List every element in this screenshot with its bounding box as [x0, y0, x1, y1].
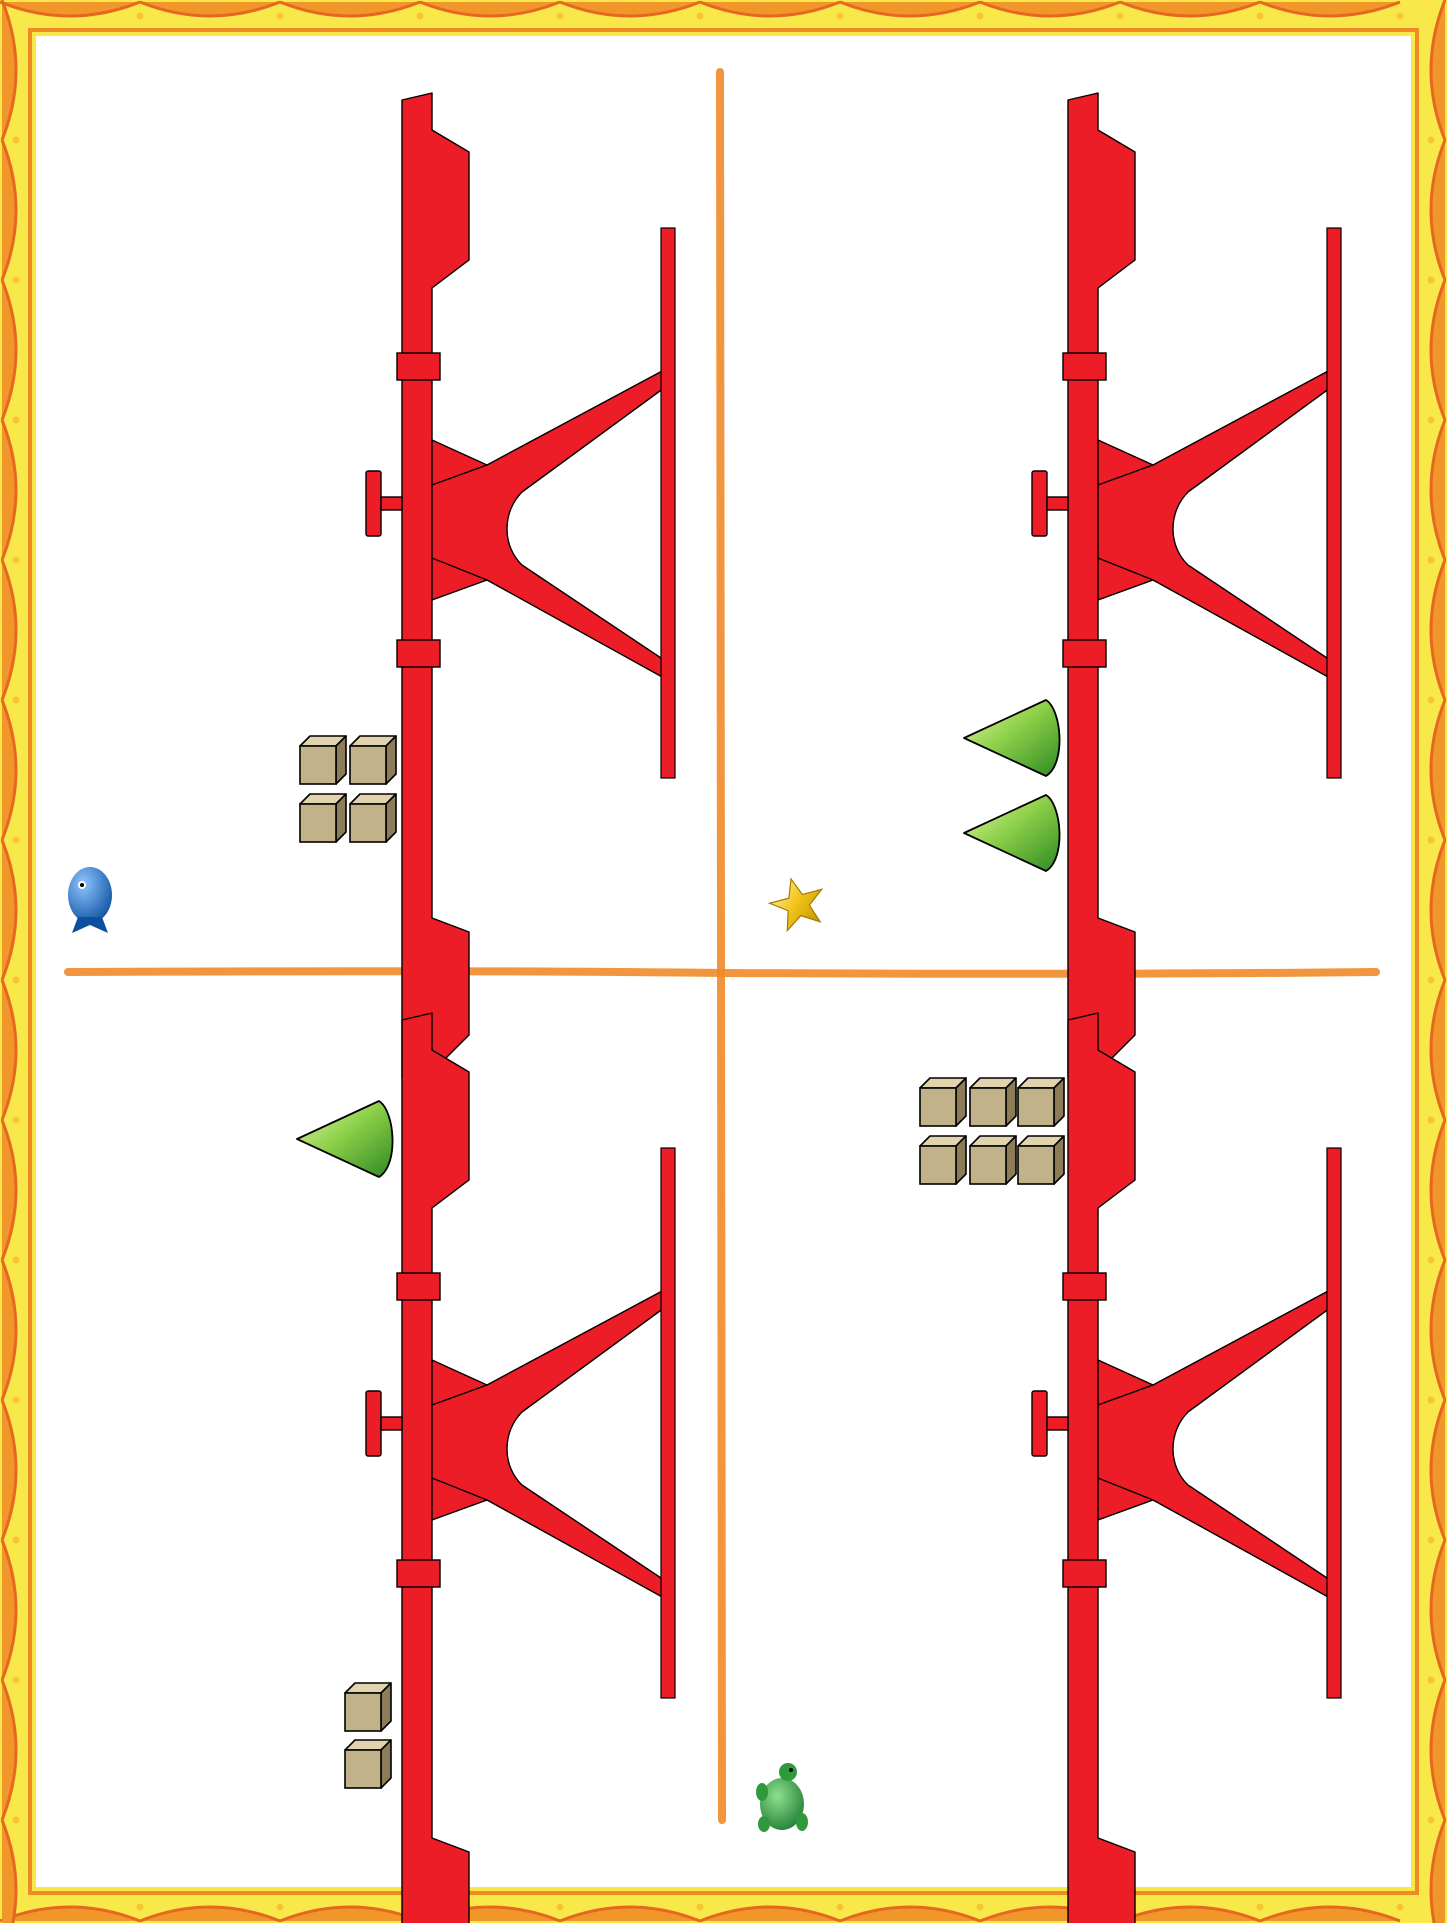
border-dot: [1397, 1904, 1404, 1911]
border-dot: [697, 1904, 704, 1911]
border-dot: [13, 837, 20, 844]
cube: [920, 1136, 966, 1184]
border-dot: [1428, 1397, 1435, 1404]
border-dot: [13, 1397, 20, 1404]
cube: [345, 1740, 391, 1788]
border-dot: [13, 1677, 20, 1684]
border-dot: [1428, 837, 1435, 844]
border-dot: [1428, 557, 1435, 564]
border-dot: [13, 557, 20, 564]
border-dot: [1257, 1904, 1264, 1911]
cube: [300, 794, 346, 842]
cube: [350, 736, 396, 784]
border-dot: [13, 1257, 20, 1264]
border-dot: [137, 1904, 144, 1911]
border-dot: [1428, 1817, 1435, 1824]
border-dot: [837, 13, 844, 20]
border-dot: [1117, 13, 1124, 20]
border-dot: [1428, 277, 1435, 284]
border-dot: [13, 977, 20, 984]
cube: [350, 794, 396, 842]
border-dot: [13, 697, 20, 704]
border-dot: [13, 277, 20, 284]
border-dot: [13, 137, 20, 144]
border-dot: [1428, 137, 1435, 144]
border-dot: [277, 13, 284, 20]
border-dot: [557, 13, 564, 20]
border-dot: [13, 1817, 20, 1824]
border-dot: [13, 1537, 20, 1544]
border-dot: [1428, 1537, 1435, 1544]
border-dot: [977, 1904, 984, 1911]
border-dot: [1428, 417, 1435, 424]
border-dot: [1428, 1677, 1435, 1684]
border-dot: [1397, 13, 1404, 20]
border-dot: [557, 1904, 564, 1911]
border-dot: [837, 1904, 844, 1911]
cube: [970, 1078, 1016, 1126]
border-dot: [13, 1117, 20, 1124]
border-dot: [1428, 1117, 1435, 1124]
border-dot: [697, 13, 704, 20]
cube: [345, 1683, 391, 1731]
border-dot: [977, 13, 984, 20]
border-dot: [1428, 697, 1435, 704]
border-dot: [137, 13, 144, 20]
cube: [970, 1136, 1016, 1184]
border-dot: [1428, 1257, 1435, 1264]
border-dot: [277, 1904, 284, 1911]
cube: [1018, 1078, 1064, 1126]
cube: [920, 1078, 966, 1126]
cube: [1018, 1136, 1064, 1184]
cube: [300, 736, 346, 784]
border-dot: [1257, 13, 1264, 20]
border-dot: [1428, 977, 1435, 984]
border-dot: [417, 13, 424, 20]
border-dot: [13, 417, 20, 424]
